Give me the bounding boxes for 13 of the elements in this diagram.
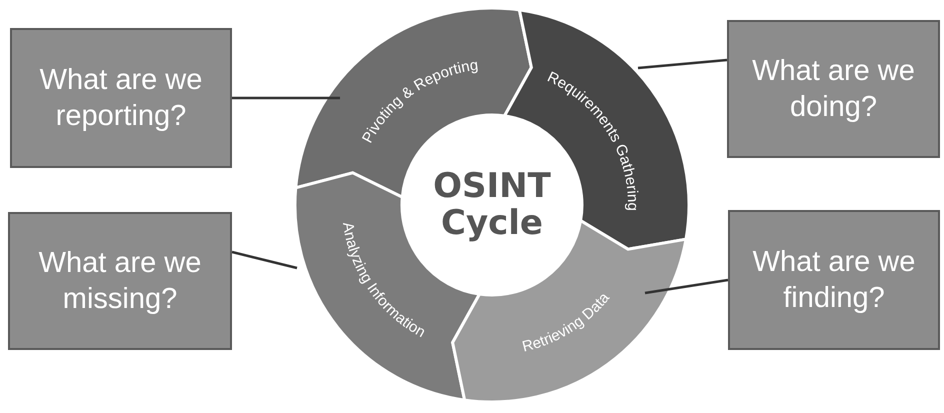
leader-line — [638, 58, 728, 70]
question-text: What are we doing? — [751, 54, 916, 125]
question-box — [728, 210, 940, 350]
question-text: What are we missing? — [38, 246, 202, 317]
leader-line — [644, 278, 728, 294]
question-box — [8, 212, 232, 350]
question-text: What are we finding? — [752, 244, 916, 316]
cycle-title: OSINT Cycle — [432, 168, 552, 242]
question-text: What are we reporting? — [38, 62, 204, 134]
leader-line — [232, 250, 298, 270]
question-box — [727, 20, 940, 158]
leader-line — [232, 96, 340, 100]
question-box — [10, 28, 232, 168]
